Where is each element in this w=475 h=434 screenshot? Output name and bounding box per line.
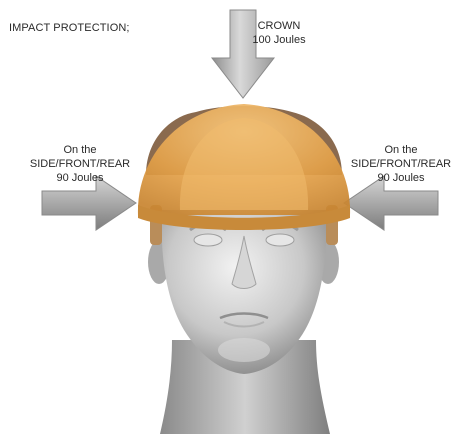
head-model (148, 210, 339, 434)
crown-label-value: 100 Joules (246, 33, 312, 47)
diagram-title: IMPACT PROTECTION; (9, 21, 130, 35)
crown-label: CROWN 100 Joules (246, 19, 312, 47)
side-right-label-line2: SIDE/FRONT/REAR (342, 157, 460, 171)
side-left-label-line1: On the (24, 143, 136, 157)
side-left-label-value: 90 Joules (24, 171, 136, 185)
side-right-label: On the SIDE/FRONT/REAR 90 Joules (342, 143, 460, 185)
side-left-label: On the SIDE/FRONT/REAR 90 Joules (24, 143, 136, 185)
side-right-label-line1: On the (342, 143, 460, 157)
helmet-icon (138, 104, 350, 245)
crown-label-name: CROWN (246, 19, 312, 33)
side-right-label-value: 90 Joules (342, 171, 460, 185)
side-left-label-line2: SIDE/FRONT/REAR (24, 157, 136, 171)
